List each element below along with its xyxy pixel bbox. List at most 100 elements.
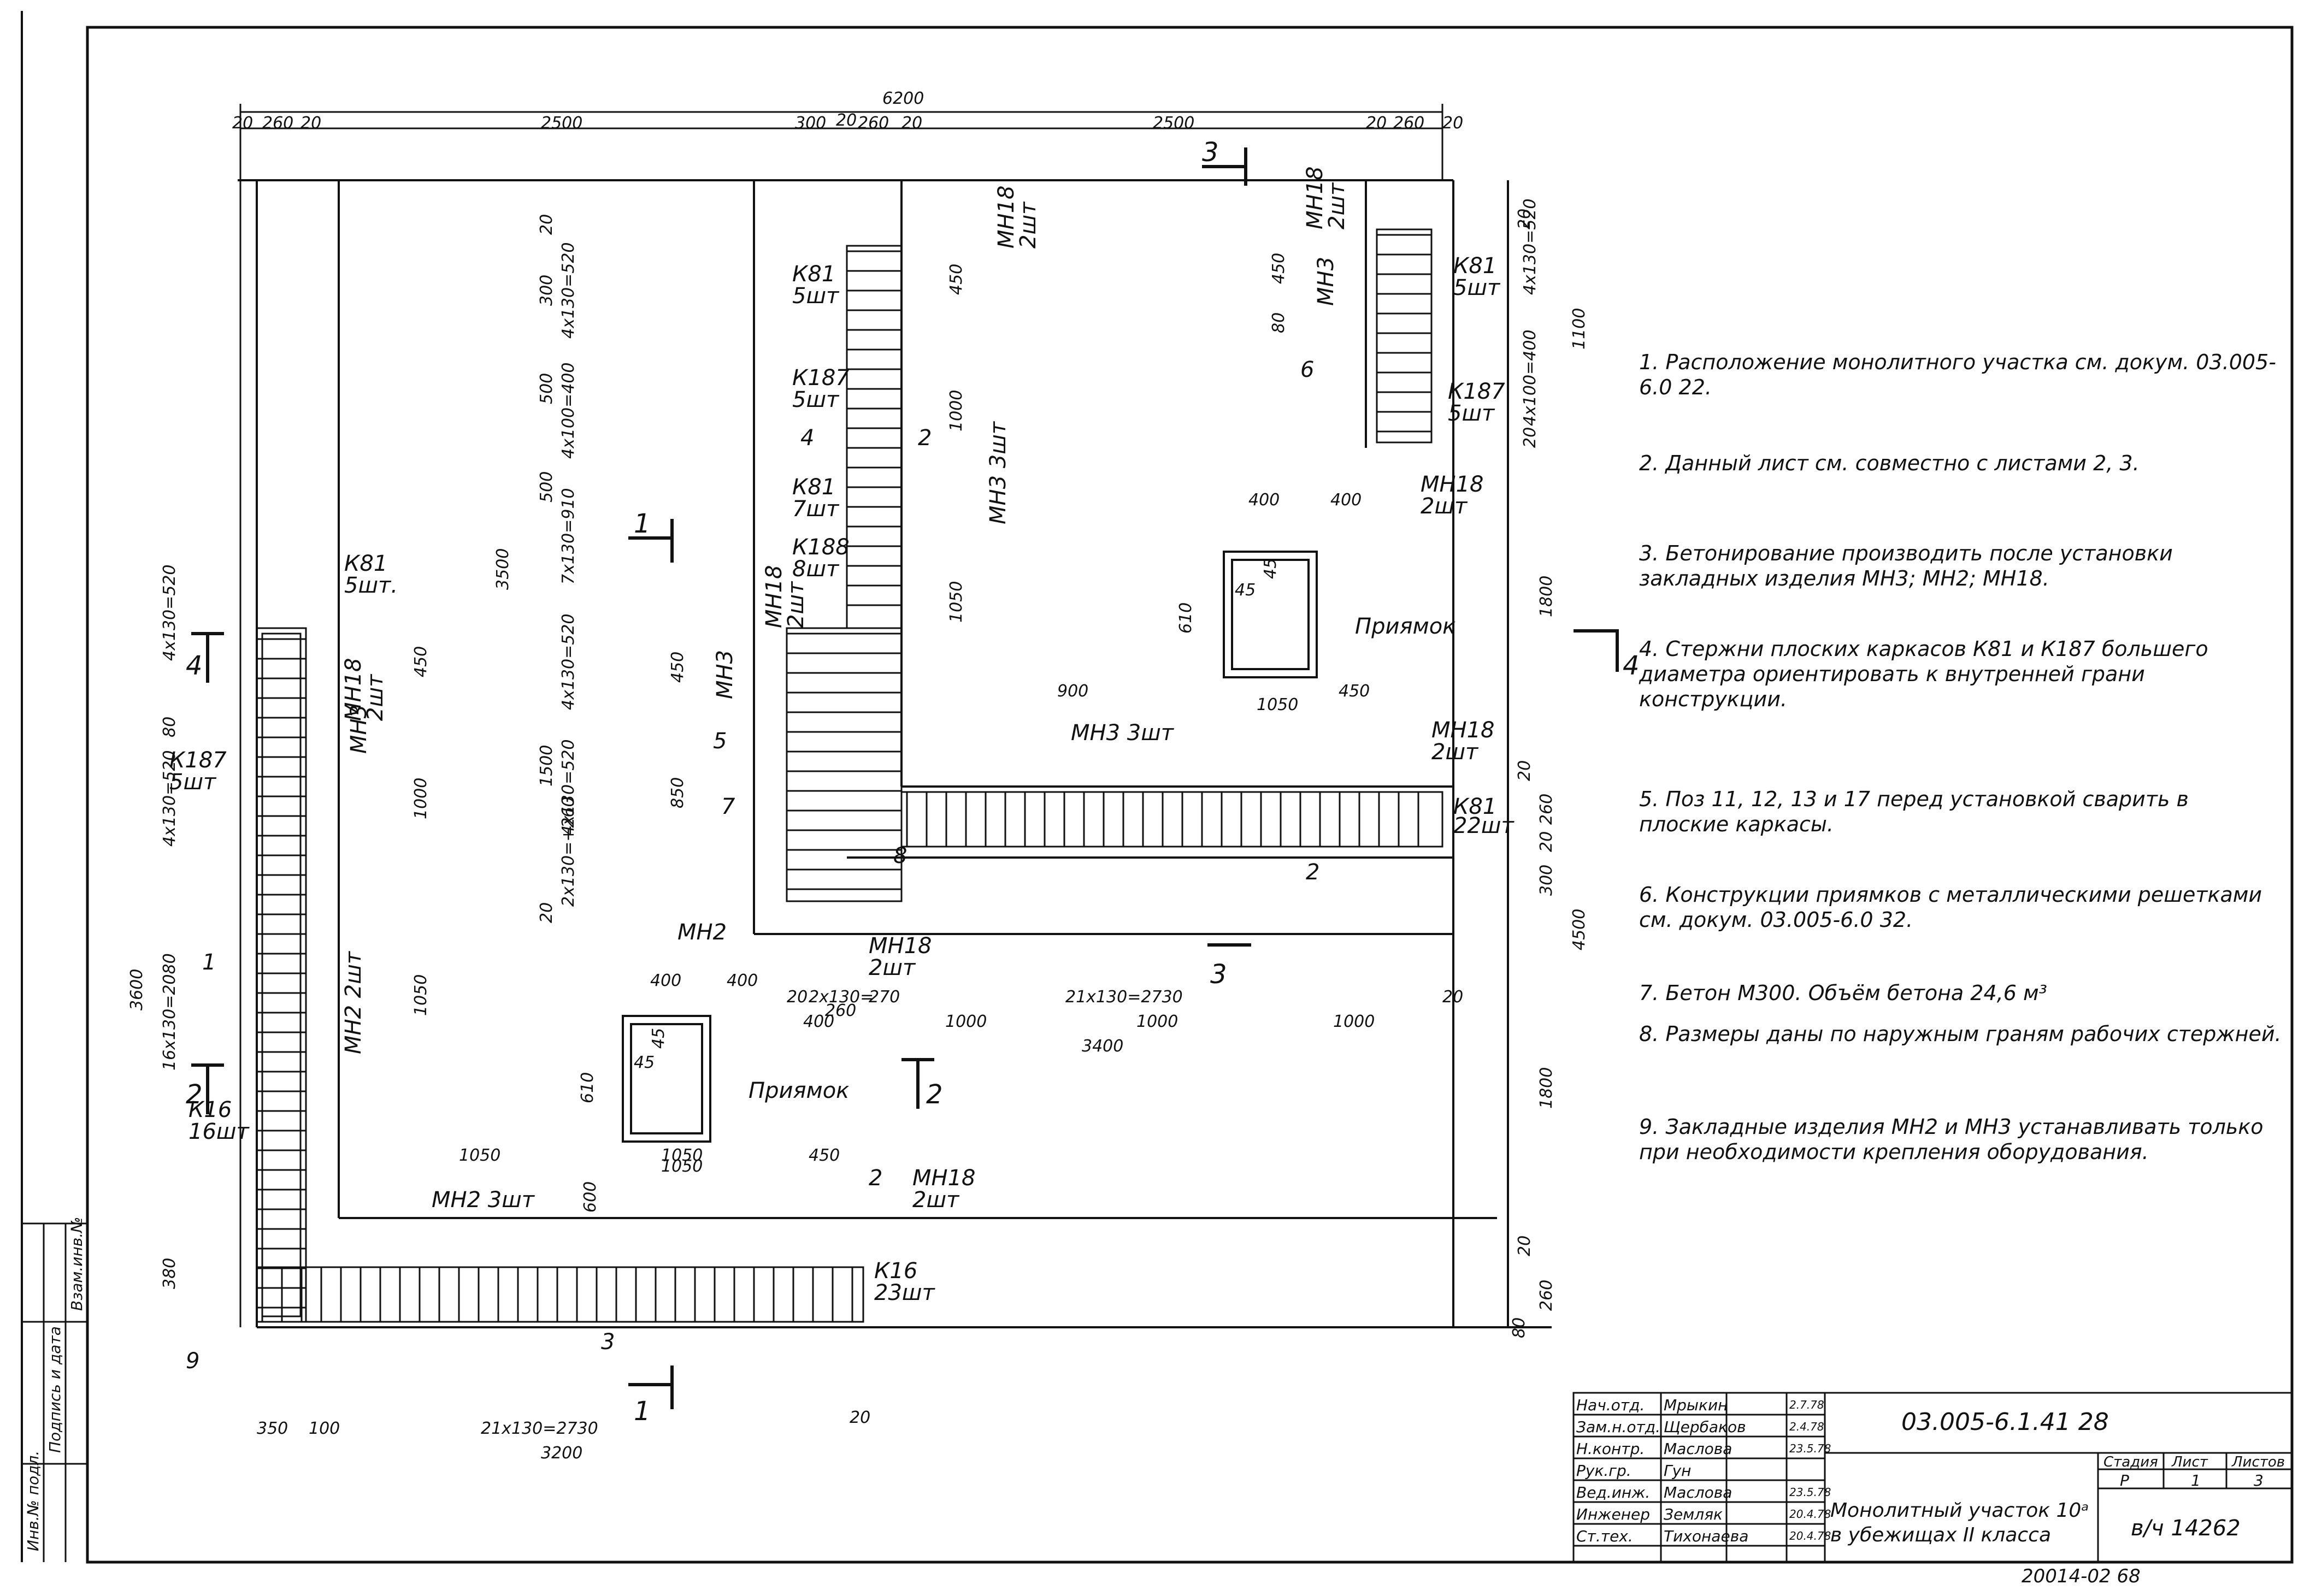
dim-right-far-3: 260: [1537, 794, 1556, 825]
sheet-title-line1: Монолитный участок 10ᵃ: [1830, 1499, 2089, 1522]
dim-left-4: 16x130=2080: [160, 953, 179, 1071]
drawing-code: 03.005-6.1.41 28: [1901, 1408, 2109, 1436]
dim-pit-top-1: 400: [1330, 490, 1362, 510]
rebar-ties: [257, 234, 1431, 1322]
dim-pit-top-3: 45: [1261, 558, 1280, 579]
dim-bottom-4: 350: [257, 1419, 288, 1438]
note-5: 5. Поз 11, 12, 13 и 17 перед установкой …: [1639, 787, 2189, 836]
callout-k187-left-qty: 5шт: [169, 770, 217, 795]
dim-center-right-1: 1000: [947, 390, 966, 431]
side-stamp-sign: Подпись и дата: [46, 1326, 64, 1453]
dimension-text-left: 3600 4x130=520 80 4x130=520 16x130=2080 …: [127, 565, 431, 1290]
callout-k16-left-qty: 16шт: [188, 1119, 250, 1144]
dim-right-1: 450: [1269, 253, 1288, 284]
dim-right-3: 80: [1269, 312, 1288, 333]
callout-mh18-mid: МН18: [762, 565, 787, 629]
dim-center-1: 300: [537, 275, 556, 306]
dim-pit-top-4: 610: [1176, 602, 1195, 634]
pos-4: 4: [800, 425, 814, 451]
dim-bottom-8: 3200: [541, 1444, 582, 1463]
section-3-top: 3: [1202, 137, 1219, 168]
dim-center-14: 20: [537, 902, 556, 923]
dim-bottom-2: 450: [809, 1146, 840, 1165]
dim-top-8: 2500: [1153, 114, 1194, 133]
dim-bottom-3: 600: [581, 1181, 600, 1213]
dim-mid-9: 1000: [1136, 1012, 1178, 1031]
stamp-name-1: Щербаков: [1664, 1418, 1746, 1436]
note-8: 8. Размеры даны по наружным граням рабоч…: [1639, 1022, 2282, 1046]
stamp-name-6: Тихонаева: [1664, 1527, 1749, 1545]
callout-mh18-bottom-qty: 2шт: [912, 1187, 960, 1213]
dim-center-13: 2x130=+260: [559, 796, 578, 907]
callout-mh18-midslab-qty: 2шт: [1431, 740, 1479, 765]
callout-k81-right: К81: [1453, 253, 1496, 279]
dim-pit-bottom-2: 45: [634, 1053, 655, 1072]
dim-bottom-6: 21x130=2730: [481, 1419, 598, 1438]
pos-5: 5: [713, 729, 727, 754]
dim-mid-5: 270: [869, 988, 900, 1007]
dimension-text-mid: 900 450 20 2x130= 260 270 21x130=2730 20…: [787, 682, 1463, 1056]
pit-label-bottom: Приямок: [749, 1078, 849, 1103]
dim-top-0: 20: [232, 114, 253, 133]
callout-k187-center-qty: 5шт: [792, 387, 840, 412]
section-2-left: 2: [186, 1079, 203, 1110]
dimension-text-top: 6200 20 260 20 2500 300 20 260 20 2500 2…: [232, 89, 1463, 133]
dim-pit-bottom-0: 400: [650, 971, 681, 990]
note-1: 1. Расположение монолитного участка см. …: [1639, 350, 2276, 399]
dim-mid-12: 3400: [1082, 1037, 1123, 1056]
dim-right-far-9: 260: [1537, 1280, 1556, 1311]
organization: в/ч 14262: [2131, 1516, 2241, 1541]
section-1-bottom: 1: [634, 1396, 651, 1427]
dim-bottom-7: 20: [850, 1408, 870, 1427]
dim-left-right-2: 1050: [411, 974, 431, 1016]
pos-3: 3: [601, 1329, 615, 1355]
dim-center-9: 4x130=520: [559, 614, 578, 711]
dim-center-7: 7x130=910: [559, 488, 578, 585]
dim-mid-0: 900: [1057, 682, 1088, 701]
callout-mh18-midslab: МН18: [1431, 718, 1495, 743]
dim-right-0: 20: [1515, 209, 1534, 229]
dim-bottom-0: 1050: [459, 1146, 500, 1165]
dim-top-3: 2500: [541, 114, 582, 133]
pos-2-center: 2: [918, 425, 932, 451]
callout-k16-23-qty: 23шт: [874, 1280, 936, 1305]
callout-k187-right-qty: 5шт: [1448, 401, 1495, 426]
stamp-date-6: 20.4.78: [1789, 1529, 1831, 1542]
pos-6: 6: [1300, 357, 1314, 382]
pos-2-mid: 2: [1306, 860, 1319, 885]
side-stamp-inv: Инв.№ подл.: [24, 1450, 42, 1551]
side-stamp-replace: Взам.инв.№: [68, 1216, 86, 1311]
side-stamp-frame: [22, 1223, 87, 1562]
dim-top-5: 20: [836, 111, 857, 130]
dim-mid-2: 20: [787, 988, 808, 1007]
stamp-role-6: Ст.тех.: [1576, 1527, 1633, 1545]
section-1-mid: 1: [634, 509, 651, 539]
stamp-date-4: 23.5.78: [1789, 1486, 1831, 1499]
dim-right-far-2: 20: [1515, 760, 1534, 781]
dim-overall-top: 6200: [882, 89, 924, 108]
callout-mh18-mid-bottom-qty: 2шт: [869, 955, 916, 980]
section-mark-numbers: 3 1 1 4 4 2 2 3: [186, 137, 1640, 1427]
dim-right-far-4: 20: [1537, 831, 1556, 852]
dim-mid-7: 20: [1442, 988, 1463, 1007]
dimension-text-pits: 400 400 45 45 610 1050 400 400 45 45 610…: [578, 490, 1362, 1176]
dim-pit-bottom-5: 1050: [661, 1157, 703, 1176]
dim-right-far-1: 300: [1537, 865, 1556, 896]
callout-mh3-vertical: МН3 3шт: [986, 421, 1011, 524]
dim-center-6: 500: [537, 471, 556, 503]
stamp-date-0: 2.7.78: [1789, 1398, 1824, 1411]
section-marks: [191, 147, 1619, 1409]
stage-label: Стадия: [2103, 1454, 2158, 1470]
rebar-cage-bottom-slab: [256, 1266, 864, 1323]
dim-left-2: 80: [160, 717, 179, 737]
callout-k81-22-qty: 22шт: [1453, 813, 1515, 838]
stamp-date-2: 23.5.78: [1789, 1442, 1831, 1455]
dim-right-2: 4x130=520: [1521, 199, 1540, 295]
callout-mh18-top-qty: 2шт: [1016, 201, 1041, 249]
dim-right-far-5: 4500: [1570, 909, 1589, 950]
dim-mid-6: 21x130=2730: [1065, 988, 1183, 1007]
stamp-name-4: Маслова: [1664, 1483, 1732, 1502]
section-3-mid: 3: [1210, 959, 1227, 990]
dim-center-2: 4x130=520: [559, 243, 578, 339]
dim-mid-3: 2x130=: [809, 988, 874, 1007]
